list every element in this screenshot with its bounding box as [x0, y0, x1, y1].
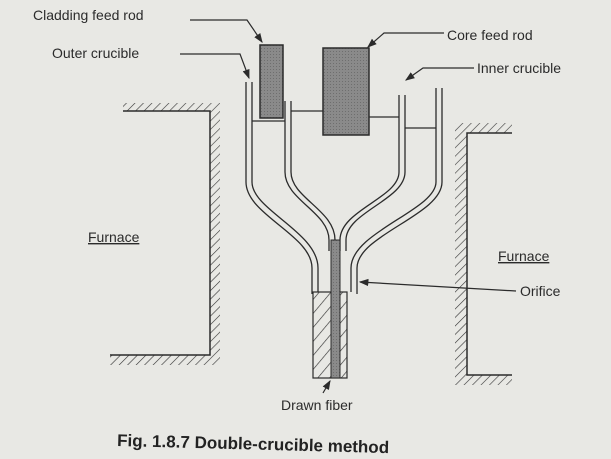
outer-crucible — [245, 82, 443, 294]
cladding-tube — [312, 291, 348, 379]
right-furnace — [455, 123, 512, 385]
label-drawn-fiber: Drawn fiber — [281, 397, 353, 413]
label-furnace-right: Furnace — [498, 248, 550, 264]
leader-lines — [180, 19, 517, 394]
figure-caption: Fig. 1.8.7 Double-crucible method — [117, 431, 389, 457]
cladding-feed-rod — [259, 44, 284, 119]
left-furnace — [110, 103, 220, 365]
drawn-fiber — [330, 239, 341, 379]
label-orifice: Orifice — [520, 283, 561, 299]
rod-holders — [252, 110, 436, 129]
label-furnace-left: Furnace — [88, 229, 140, 245]
label-core-feed-rod: Core feed rod — [447, 27, 533, 43]
inner-crucible — [284, 95, 406, 251]
label-outer-crucible: Outer crucible — [52, 45, 139, 61]
core-feed-rod — [322, 47, 370, 136]
label-inner-crucible: Inner crucible — [477, 60, 561, 76]
label-cladding-feed-rod: Cladding feed rod — [33, 7, 144, 23]
